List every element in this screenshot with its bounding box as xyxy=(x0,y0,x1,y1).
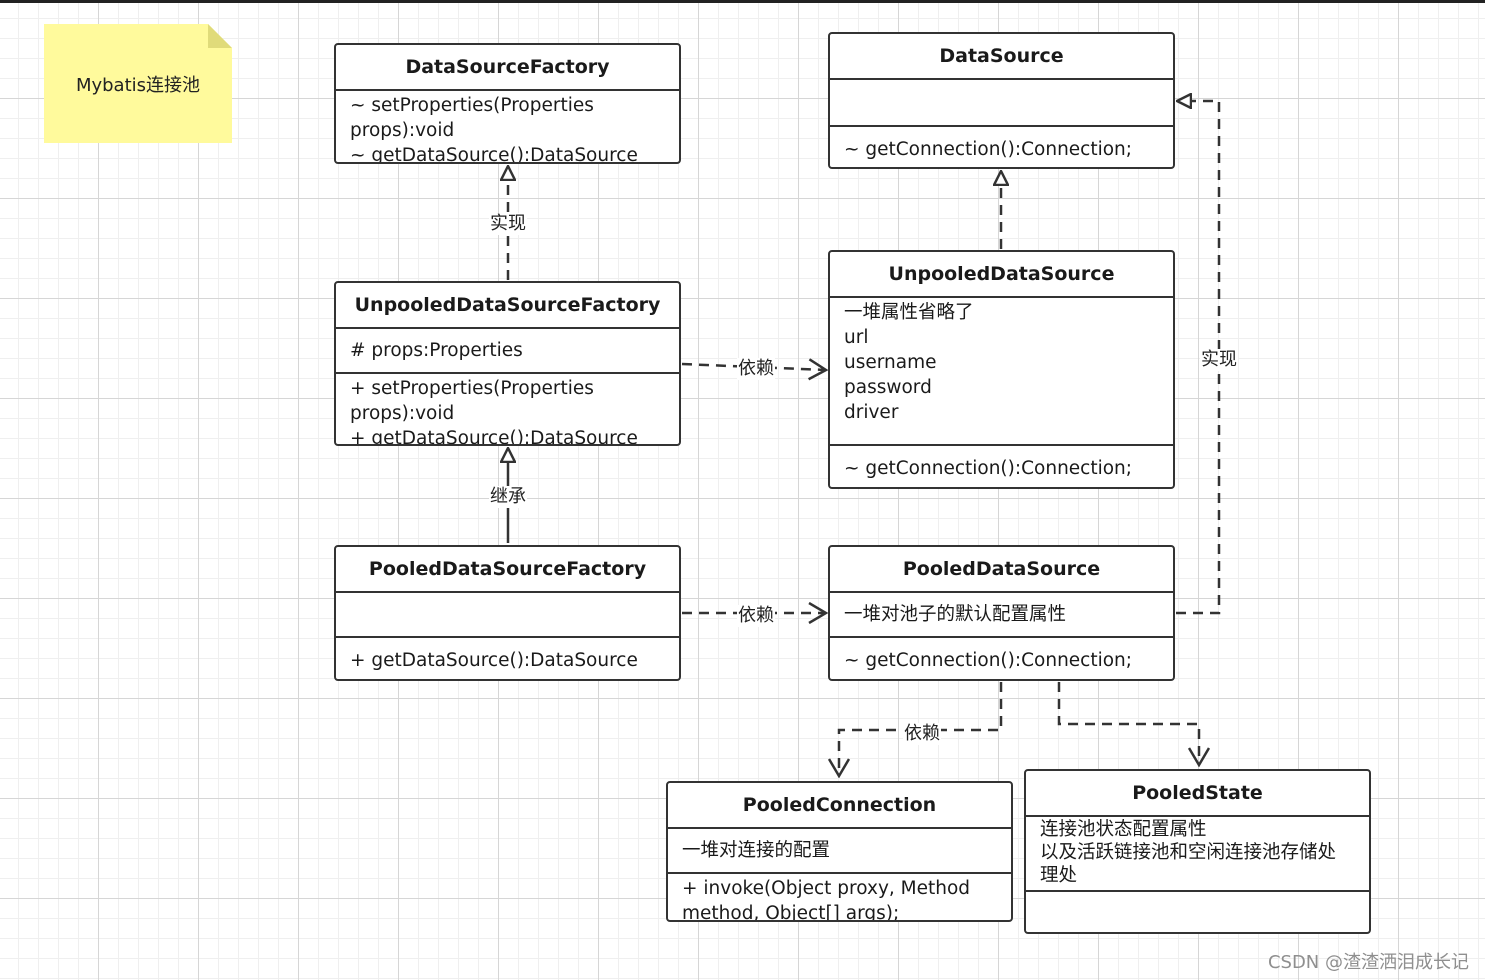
label-depends-3: 依赖 xyxy=(903,723,941,745)
class-name: DataSourceFactory xyxy=(336,45,679,91)
sticky-note-text: Mybatis连接池 xyxy=(75,74,201,96)
method-line: props):void xyxy=(350,120,455,141)
method-line: ~ getDataSource():DataSource xyxy=(350,145,638,164)
class-unpooleddatasource[interactable]: UnpooledDataSource 一堆属性省略了 url username … xyxy=(828,250,1175,489)
method-line: + setProperties(Properties xyxy=(350,378,594,399)
class-unpooleddatasourcefactory[interactable]: UnpooledDataSourceFactory # props:Proper… xyxy=(334,281,681,446)
attributes-section xyxy=(336,593,679,636)
class-datasourcefactory[interactable]: DataSourceFactory ~ setProperties(Proper… xyxy=(334,43,681,164)
class-name: PooledConnection xyxy=(668,783,1011,829)
attribute-line: # props:Properties xyxy=(350,340,523,361)
class-name: PooledDataSource xyxy=(830,547,1173,593)
class-name: PooledDataSourceFactory xyxy=(336,547,679,593)
attributes-section: 一堆属性省略了 url username password driver xyxy=(830,298,1173,444)
class-pooleddatasourcefactory[interactable]: PooledDataSourceFactory + getDataSource(… xyxy=(334,545,681,681)
attribute-line: driver xyxy=(844,402,899,423)
attribute-line: 一堆对连接的配置 xyxy=(682,840,831,861)
class-name: UnpooledDataSource xyxy=(830,252,1173,298)
method-line: props):void xyxy=(350,403,455,424)
methods-section: + invoke(Object proxy, Method method, Ob… xyxy=(668,872,1011,922)
attributes-section: 连接池状态配置属性 以及活跃链接池和空闲连接池存储处 理处 xyxy=(1026,817,1369,890)
attribute-line: 连接池状态配置属性 xyxy=(1040,819,1207,840)
label-extends: 继承 xyxy=(489,486,527,508)
class-pooleddatasource[interactable]: PooledDataSource 一堆对池子的默认配置属性 ~ getConne… xyxy=(828,545,1175,681)
attribute-line: url xyxy=(844,327,869,348)
attributes-section xyxy=(830,80,1173,125)
methods-section: + setProperties(Properties props):void +… xyxy=(336,372,679,446)
attribute-line: password xyxy=(844,377,932,398)
canvas-top-border xyxy=(0,0,1485,3)
sticky-note[interactable] xyxy=(44,24,232,143)
method-line: ~ getConnection():Connection; xyxy=(844,458,1133,479)
watermark: CSDN @渣渣洒泪成长记 xyxy=(1267,952,1469,973)
class-name: DataSource xyxy=(830,34,1173,80)
label-depends-1: 依赖 xyxy=(737,358,775,380)
method-line: method, Object[] args); xyxy=(682,903,900,922)
methods-section: ~ getConnection():Connection; xyxy=(830,125,1173,162)
method-line: ~ setProperties(Properties xyxy=(350,95,594,116)
methods-section: ~ getConnection():Connection; xyxy=(830,444,1173,481)
method-line: + getDataSource():DataSource xyxy=(350,650,638,671)
attributes-section: 一堆对池子的默认配置属性 xyxy=(830,593,1173,636)
attribute-line: 理处 xyxy=(1040,865,1078,886)
attributes-section: 一堆对连接的配置 xyxy=(668,829,1011,872)
method-line: ~ getConnection():Connection; xyxy=(844,650,1133,671)
dependency-pooleddatasource-to-pooledstate xyxy=(1057,682,1199,765)
class-name: UnpooledDataSourceFactory xyxy=(336,283,679,329)
methods-section xyxy=(1026,890,1369,932)
label-depends-2: 依赖 xyxy=(737,605,775,627)
class-pooledstate[interactable]: PooledState 连接池状态配置属性 以及活跃链接池和空闲连接池存储处 理… xyxy=(1024,769,1371,934)
attribute-line: 一堆对池子的默认配置属性 xyxy=(844,604,1067,625)
method-line: + invoke(Object proxy, Method xyxy=(682,878,971,899)
class-pooledconnection[interactable]: PooledConnection 一堆对连接的配置 + invoke(Objec… xyxy=(666,781,1013,922)
methods-section: ~ getConnection():Connection; xyxy=(830,636,1173,673)
label-implements-1: 实现 xyxy=(489,213,527,235)
method-line: + getDataSource():DataSource xyxy=(350,428,638,446)
label-implements-2: 实现 xyxy=(1200,349,1238,371)
class-name: PooledState xyxy=(1026,771,1369,817)
attribute-line: username xyxy=(844,352,937,373)
methods-section: ~ setProperties(Properties props):void ~… xyxy=(336,91,679,164)
methods-section: + getDataSource():DataSource xyxy=(336,636,679,673)
attributes-section: # props:Properties xyxy=(336,329,679,372)
attribute-line: 以及活跃链接池和空闲连接池存储处 xyxy=(1040,842,1337,863)
attribute-line: 一堆属性省略了 xyxy=(844,302,974,323)
class-datasource[interactable]: DataSource ~ getConnection():Connection; xyxy=(828,32,1175,169)
method-line: ~ getConnection():Connection; xyxy=(844,139,1133,160)
